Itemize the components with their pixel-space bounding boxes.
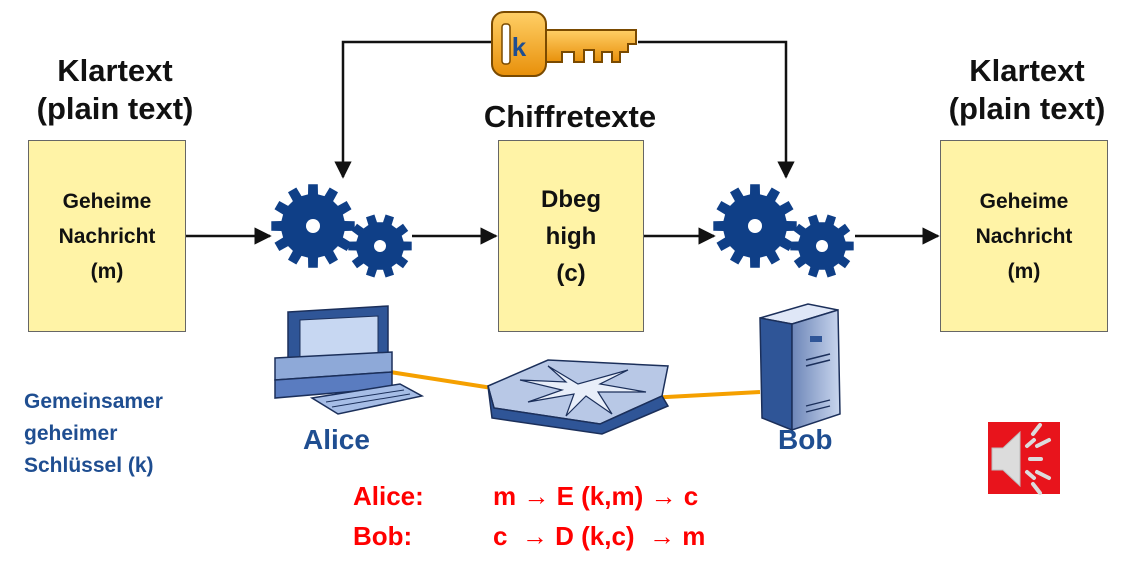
- right-heading-line2: (plain text): [948, 91, 1106, 126]
- plaintext-right-line1: Geheime: [979, 189, 1069, 213]
- plaintext-box-right: Geheime Nachricht (m): [940, 140, 1108, 332]
- plaintext-left-line2: Nachricht: [58, 224, 156, 248]
- shared-key-line2: geheimer: [24, 422, 118, 445]
- key-icon: [491, 11, 637, 77]
- plaintext-right-line3: (m): [1007, 259, 1041, 283]
- ciphertext-line1: Dbeg: [541, 185, 601, 213]
- key-letter: k: [512, 32, 527, 62]
- formula-alice: Alice: m → E (k,m) → c: [353, 478, 813, 514]
- plaintext-right-line2: Nachricht: [975, 224, 1073, 248]
- computer-icon: [274, 305, 425, 415]
- ciphertext-line3: (c): [556, 259, 586, 287]
- left-heading-line1: Klartext: [57, 53, 173, 88]
- right-heading-line1: Klartext: [969, 53, 1085, 88]
- server-icon: [759, 303, 841, 432]
- alice-label: Alice: [303, 424, 370, 455]
- plaintext-box-left: Geheime Nachricht (m): [28, 140, 186, 332]
- key-distribution-lines: [334, 40, 795, 179]
- shared-key-line1: Gemeinsamer: [24, 390, 163, 413]
- shared-key-line3: Schlüssel (k): [24, 454, 154, 477]
- plaintext-left-line3: (m): [90, 259, 124, 283]
- gear-hole: [748, 219, 762, 233]
- decryption-gear-icon: [713, 184, 854, 278]
- left-heading-line2: (plain text): [36, 91, 194, 126]
- network-lines: [389, 370, 761, 400]
- bob-label: Bob: [778, 424, 833, 455]
- network-hub-icon: [487, 359, 670, 435]
- right-heading: Klartext (plain text): [932, 52, 1122, 128]
- formula-block: Alice: m → E (k,m) → c Bob: c → D (k,c) …: [353, 478, 813, 554]
- formula-alice-who: Alice:: [353, 481, 424, 511]
- ciphertext-box: Dbeg high (c): [498, 140, 644, 332]
- encryption-gear-icon: [271, 184, 412, 278]
- ciphertext-heading: Chiffretexte: [483, 99, 657, 134]
- speaker-icon[interactable]: [988, 422, 1060, 495]
- formula-bob-who: Bob:: [353, 521, 413, 551]
- formula-alice-expr: m → E (k,m) → c: [493, 481, 699, 511]
- gear-hole: [816, 240, 828, 252]
- shared-key-label: Gemeinsamer geheimer Schlüssel (k): [24, 386, 224, 482]
- gear-hole: [374, 240, 386, 252]
- gear-hole: [306, 219, 320, 233]
- formula-bob-expr: c → D (k,c) → m: [493, 521, 706, 551]
- left-heading: Klartext (plain text): [20, 52, 210, 128]
- ciphertext-line2: high: [545, 222, 597, 250]
- plaintext-left-line1: Geheime: [62, 189, 152, 213]
- formula-bob: Bob: c → D (k,c) → m: [353, 518, 813, 554]
